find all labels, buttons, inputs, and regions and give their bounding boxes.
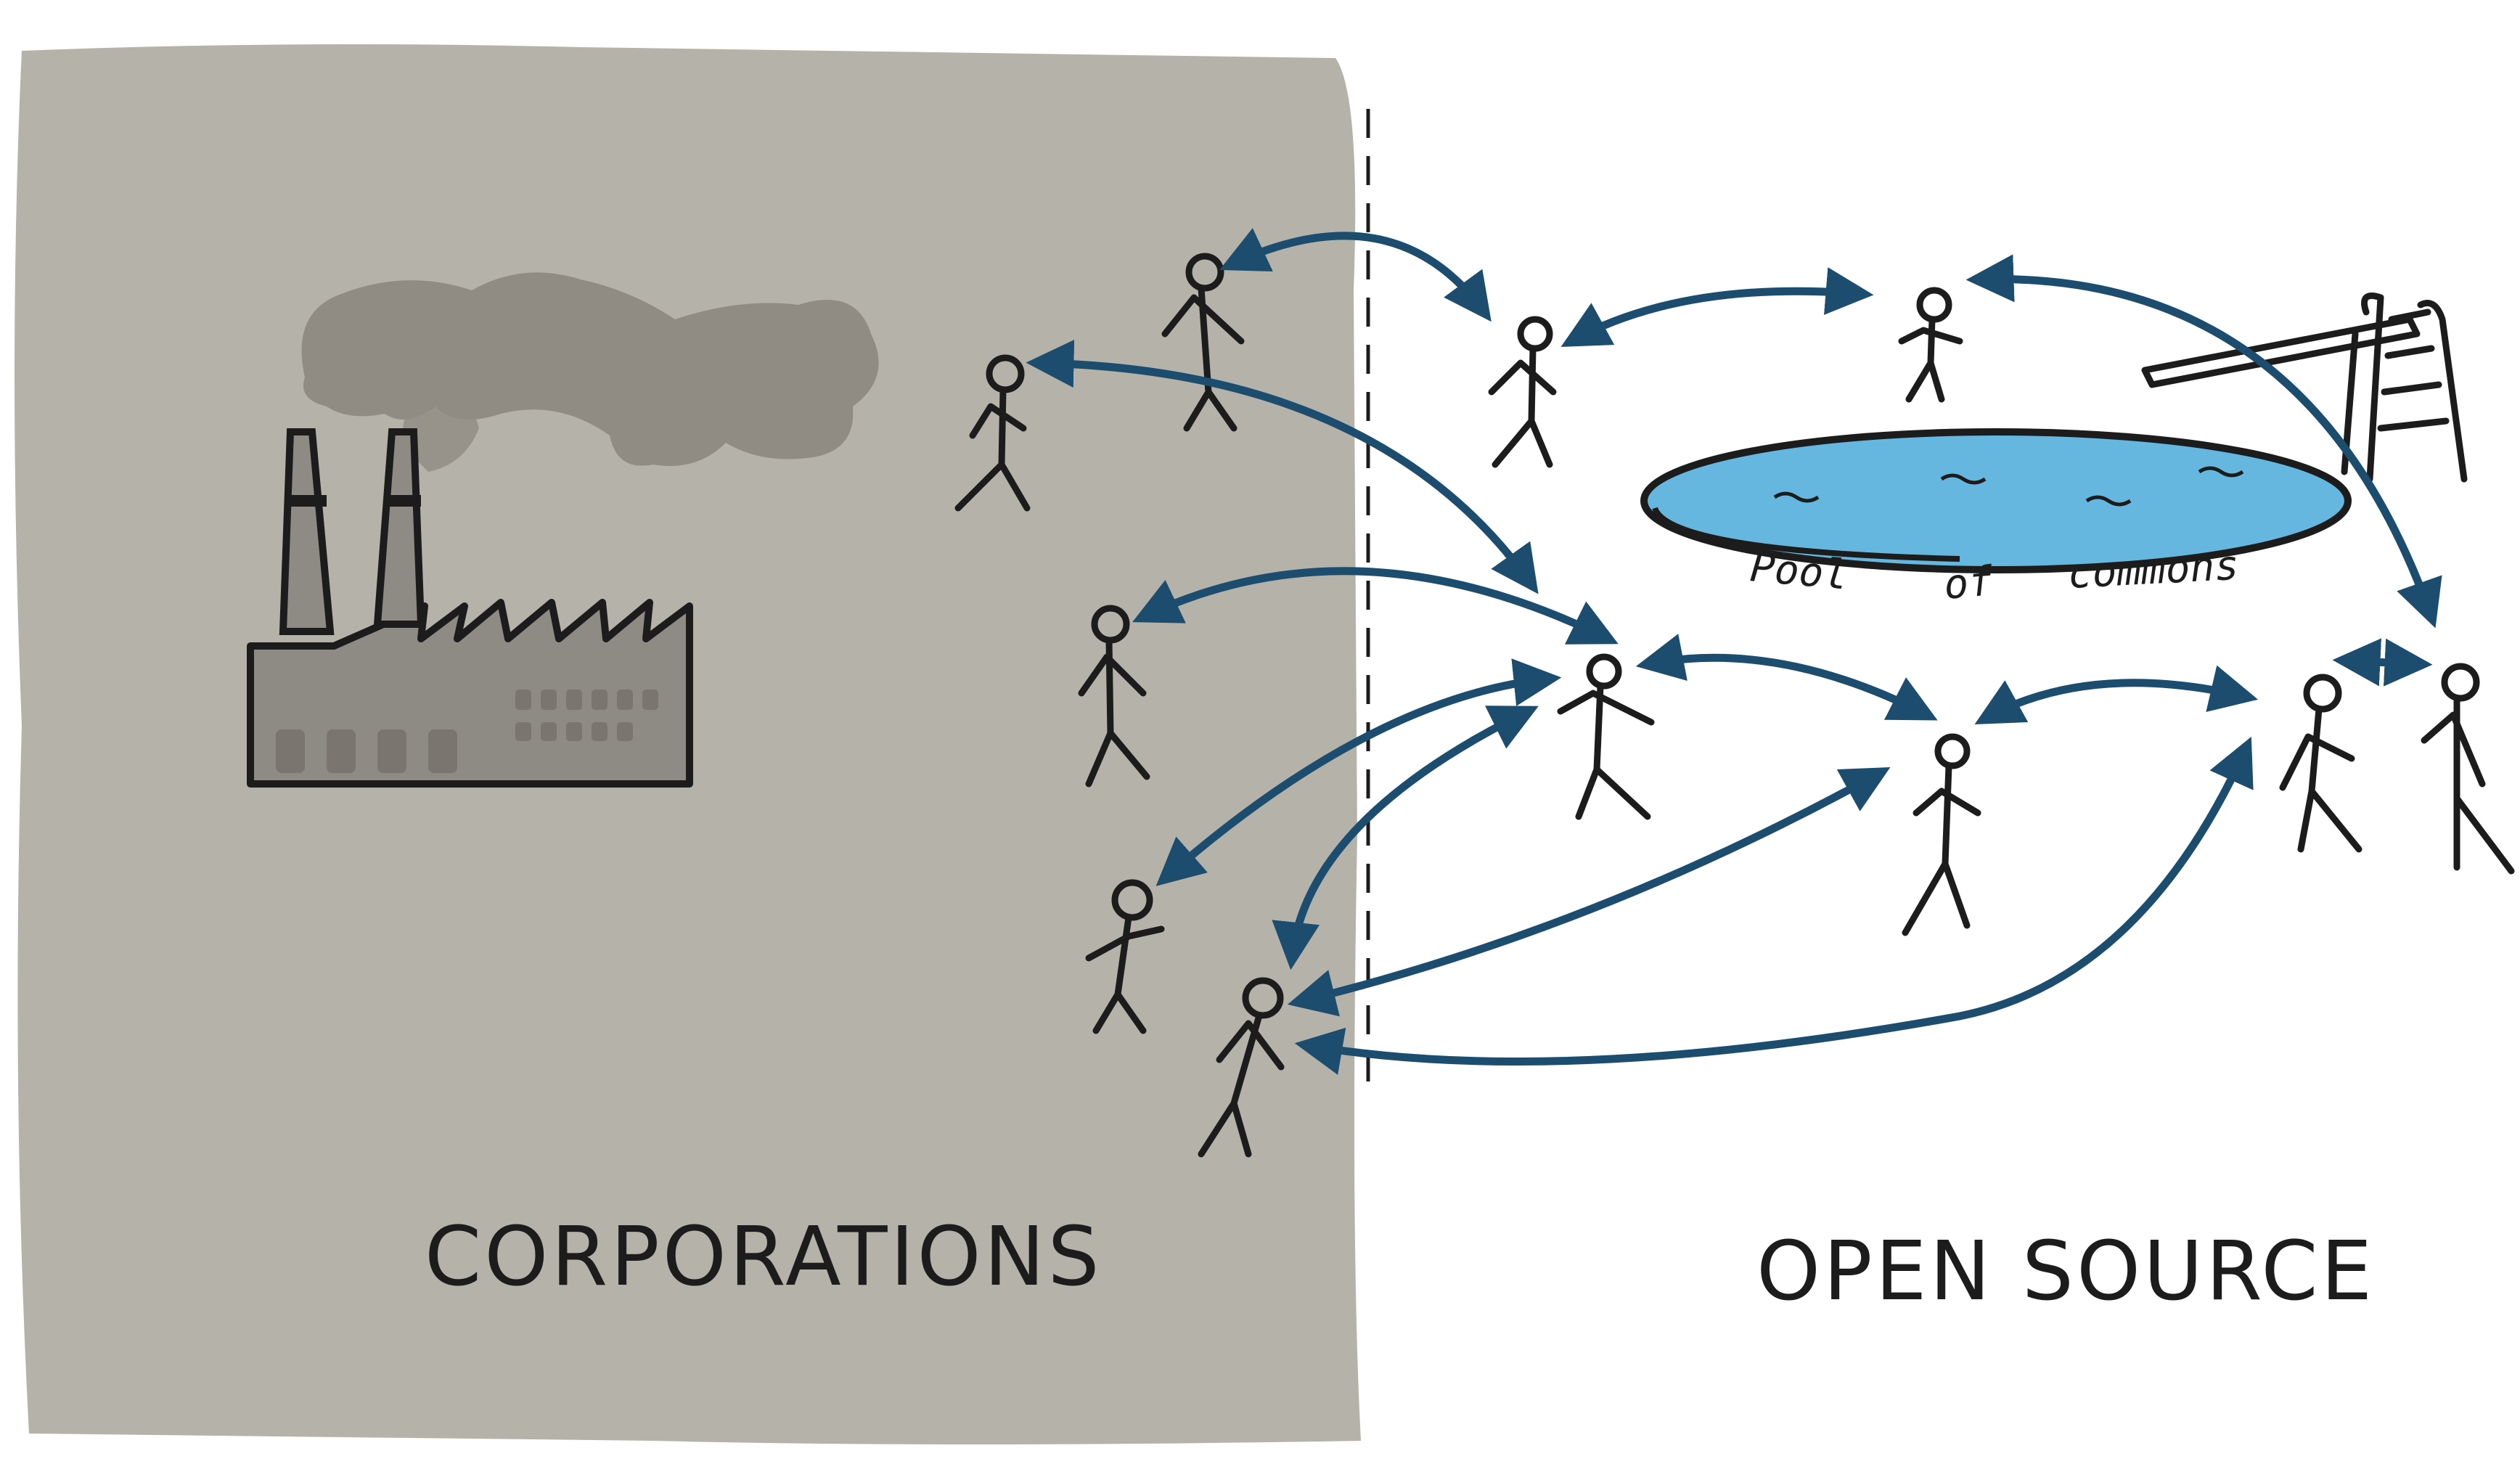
stick-figure-os-1 (1488, 316, 1557, 468)
stick-figure-corp-3 (1078, 605, 1150, 788)
factory-icon (247, 428, 693, 788)
stick-figure-corp-2 (954, 354, 1031, 512)
pool-label-word-1: Pool (1748, 544, 1850, 600)
open-source-label: OPEN SOURCE (1756, 1224, 2375, 1319)
corporations-label: CORPORATIONS (425, 1210, 1102, 1304)
stick-figure-os-2 (1898, 287, 1963, 403)
pool-label-word-3: commons (2066, 542, 2240, 598)
stick-figure-corp-5 (1198, 977, 1285, 1158)
collaboration-arrows (1026, 228, 2442, 1075)
stick-figure-os-3 (1557, 653, 1655, 820)
pool-of-commons (1640, 428, 2352, 573)
stick-figure-corp-4 (1085, 879, 1165, 1034)
stick-figure-os-5 (2279, 674, 2362, 853)
stick-figure-os-6 (2421, 663, 2515, 875)
stick-figure-os-4 (1902, 733, 1981, 936)
pool-label-word-2: of (1942, 557, 1996, 609)
smoke-cloud (301, 272, 879, 472)
